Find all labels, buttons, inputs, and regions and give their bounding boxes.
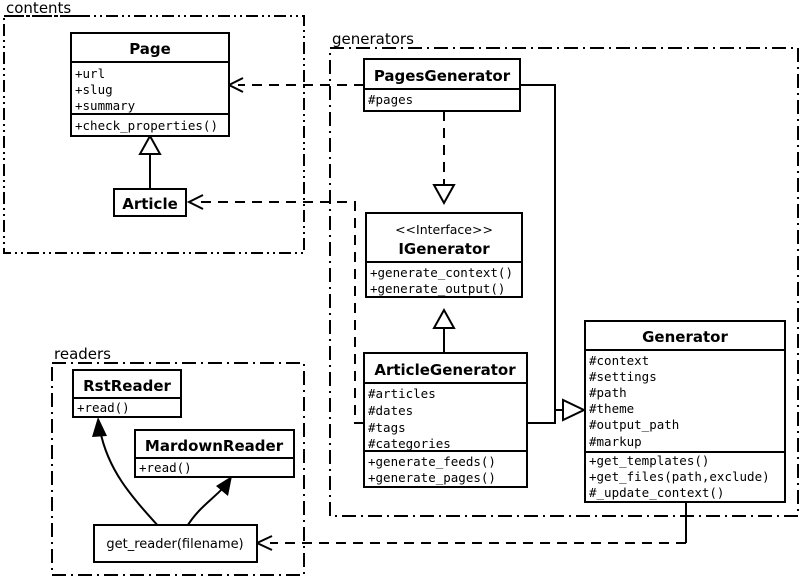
class-generator-method: +get_files(path,exclude) bbox=[589, 469, 770, 484]
edge-articlegenerator-to-igenerator bbox=[432, 307, 456, 353]
class-rstreader-method: +read() bbox=[77, 400, 130, 415]
edge-articlegenerator-to-article bbox=[186, 194, 364, 424]
class-generator-attribute: #markup bbox=[589, 434, 642, 449]
open-arrowhead-icon bbox=[254, 535, 273, 551]
function-get-reader[interactable]: get_reader(filename) bbox=[93, 524, 258, 563]
class-mardownreader-method: +read() bbox=[139, 460, 192, 475]
class-mardownreader-name: MardownReader bbox=[145, 437, 284, 455]
class-igenerator-stereotype: <<Interface>> bbox=[395, 222, 493, 237]
class-generator[interactable]: Generator #context #settings #path #them… bbox=[584, 320, 786, 503]
open-arrowhead-icon bbox=[186, 194, 204, 210]
class-generator-method: +get_templates() bbox=[589, 453, 709, 468]
edge-article-to-page bbox=[138, 133, 162, 190]
class-articlegenerator-name: ArticleGenerator bbox=[374, 361, 516, 379]
class-generator-attribute: #theme bbox=[589, 401, 634, 416]
class-page-attribute: +slug bbox=[75, 82, 113, 97]
edge-line-pagesgenerator bbox=[520, 84, 556, 410]
edge-pagesgenerator-to-igenerator bbox=[432, 111, 456, 206]
class-articlegenerator-box bbox=[363, 352, 528, 488]
class-articlegenerator-attribute: #categories bbox=[368, 436, 451, 451]
class-page-attribute: +url bbox=[75, 66, 105, 81]
function-get-reader-box bbox=[93, 524, 258, 563]
class-pagesgenerator-name: PagesGenerator bbox=[374, 67, 511, 85]
package-generators-border bbox=[329, 47, 799, 517]
class-generator-method: #_update_context() bbox=[589, 485, 724, 500]
class-article-box bbox=[113, 188, 187, 217]
edge-line-curved bbox=[99, 429, 161, 529]
package-contents-label: contents bbox=[6, 0, 71, 17]
edge-generator-to-getreader bbox=[254, 502, 687, 551]
class-igenerator-method: +generate_output() bbox=[370, 281, 505, 296]
hollow-triangle-arrowhead-icon bbox=[432, 184, 456, 206]
function-get-reader-label: get_reader(filename) bbox=[106, 537, 243, 552]
class-page-attribute: +summary bbox=[75, 98, 136, 113]
hollow-triangle-arrowhead-icon bbox=[432, 307, 456, 329]
class-igenerator-method: +generate_context() bbox=[370, 265, 513, 280]
class-article-name: Article bbox=[122, 195, 178, 213]
edge-line-articlegenerator bbox=[527, 410, 556, 424]
class-page[interactable]: Page +url +slug +summary +check_properti… bbox=[70, 32, 230, 137]
class-rstreader[interactable]: RstReader +read() bbox=[72, 369, 182, 418]
class-article[interactable]: Article bbox=[113, 188, 187, 217]
package-readers-border bbox=[51, 362, 305, 576]
class-mardownreader[interactable]: MardownReader +read() bbox=[134, 429, 295, 478]
package-readers: readers bbox=[51, 345, 305, 576]
class-articlegenerator-attribute: #dates bbox=[368, 403, 413, 418]
class-articlegenerator-attribute: #tags bbox=[368, 420, 406, 435]
class-igenerator[interactable]: <<Interface>> IGenerator +generate_conte… bbox=[365, 212, 523, 298]
class-igenerator-name: IGenerator bbox=[398, 240, 490, 258]
package-contents-border bbox=[3, 15, 305, 254]
package-contents: contents bbox=[3, 0, 305, 254]
edge-generators-to-generator bbox=[520, 84, 587, 424]
hollow-triangle-arrowhead-icon bbox=[562, 398, 587, 422]
class-pagesgenerator-box bbox=[363, 58, 521, 112]
edge-line-curved bbox=[185, 486, 225, 529]
class-igenerator-box bbox=[365, 212, 523, 298]
edge-getreader-to-rstreader bbox=[92, 417, 161, 529]
class-page-name: Page bbox=[129, 40, 171, 58]
class-generator-attribute: #context bbox=[589, 353, 649, 368]
class-articlegenerator-method: +generate_pages() bbox=[368, 470, 496, 485]
class-articlegenerator-attribute: #articles bbox=[368, 386, 436, 401]
package-generators: generators bbox=[329, 30, 799, 517]
class-rstreader-box bbox=[72, 369, 182, 418]
edge-pagesgenerator-to-page bbox=[226, 77, 364, 93]
package-readers-label: readers bbox=[54, 345, 111, 363]
class-articlegenerator-method: +generate_feeds() bbox=[368, 454, 496, 469]
class-page-method: +check_properties() bbox=[75, 118, 218, 133]
class-articlegenerator[interactable]: ArticleGenerator #articles #dates #tags … bbox=[363, 352, 528, 488]
class-generator-name: Generator bbox=[642, 328, 728, 346]
class-page-box bbox=[70, 32, 230, 137]
package-generators-label: generators bbox=[332, 30, 414, 48]
class-generator-attribute: #path bbox=[589, 385, 627, 400]
class-pagesgenerator[interactable]: PagesGenerator #pages bbox=[363, 58, 521, 112]
solid-arrowhead-icon bbox=[92, 417, 107, 437]
class-rstreader-name: RstReader bbox=[83, 377, 171, 395]
class-pagesgenerator-attribute: #pages bbox=[368, 92, 413, 107]
edge-line bbox=[198, 201, 364, 424]
class-generator-box bbox=[584, 320, 786, 503]
class-generator-attribute: #output_path bbox=[589, 417, 679, 432]
class-mardownreader-box bbox=[134, 429, 295, 478]
hollow-triangle-arrowhead-icon bbox=[138, 133, 162, 155]
edge-getreader-to-mardownreader bbox=[185, 476, 232, 529]
class-generator-attribute: #settings bbox=[589, 369, 657, 384]
solid-arrowhead-icon bbox=[216, 476, 232, 496]
